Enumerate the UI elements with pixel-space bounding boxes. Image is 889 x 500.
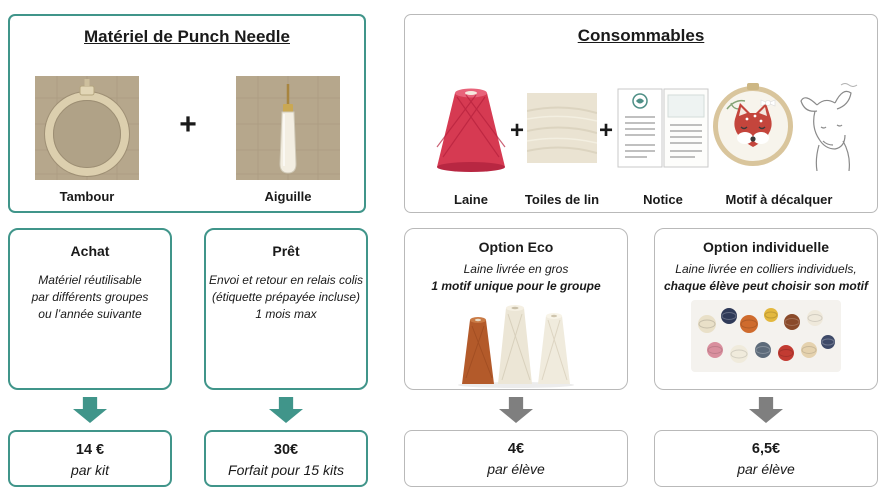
- individual-option-title: Option individuelle: [703, 239, 829, 255]
- materials-panel: Matériel de Punch Needle +: [8, 14, 366, 213]
- plus-icon: +: [598, 117, 613, 144]
- purchase-option-title: Achat: [70, 243, 110, 259]
- loan-price-box: 30€ Forfait pour 15 kits: [204, 430, 368, 487]
- loan-option-box: Prêt Envoi et retour en relais colis (ét…: [204, 228, 368, 390]
- deer-sketch-image: [797, 79, 867, 172]
- individual-option-description: Laine livrée en colliers individuels, ch…: [663, 262, 869, 293]
- purchase-price: 14 €: [75, 442, 105, 458]
- punch-needle-image: [236, 76, 340, 180]
- individual-price-note: par élève: [737, 461, 795, 477]
- red-yarn-cone-image: [433, 85, 509, 173]
- individual-price-box: 6,5€ par élève: [654, 430, 878, 487]
- yarn-cones-image: [454, 300, 578, 393]
- yarn-balls-image: [691, 300, 841, 377]
- plus-icon: +: [179, 108, 197, 141]
- down-arrow-icon: [269, 397, 303, 423]
- embroidery-hoop-image: [35, 76, 139, 180]
- plus-icon: +: [509, 117, 524, 144]
- purchase-price-note: par kit: [70, 462, 110, 478]
- consumables-panel-title: Consommables: [577, 26, 705, 45]
- loan-option-description: Envoi et retour en relais colis (étiquet…: [208, 273, 364, 321]
- individual-option-box: Option individuelle Laine livrée en coll…: [654, 228, 878, 390]
- linen-fabric-image: [526, 93, 598, 163]
- notice-cards-image: [617, 87, 709, 169]
- purchase-price-box: 14 € par kit: [8, 430, 172, 487]
- down-arrow-icon: [499, 397, 533, 423]
- down-arrow-icon: [749, 397, 783, 423]
- consumables-panel: Consommables +: [404, 14, 878, 213]
- eco-option-description: Laine livrée en gros 1 motif unique pour…: [431, 262, 601, 293]
- yarn-label: Laine: [454, 192, 488, 207]
- loan-price-note: Forfait pour 15 kits: [228, 462, 344, 478]
- eco-price: 4€: [507, 441, 525, 457]
- purchase-option-description: Matériel réutilisable par différents gro…: [31, 273, 149, 321]
- linen-label: Toiles de lin: [524, 192, 600, 207]
- materials-panel-title: Matériel de Punch Needle: [84, 27, 290, 46]
- loan-price: 30€: [273, 442, 299, 458]
- eco-price-note: par élève: [487, 461, 545, 477]
- loan-option-title: Prêt: [272, 243, 300, 259]
- notice-label: Notice: [643, 192, 683, 207]
- needle-label: Aiguille: [264, 189, 312, 204]
- eco-price-box: 4€ par élève: [404, 430, 628, 487]
- purchase-option-box: Achat Matériel réutilisable par différen…: [8, 228, 172, 390]
- eco-option-title: Option Eco: [478, 239, 554, 255]
- down-arrow-icon: [73, 397, 107, 423]
- individual-price: 6,5€: [751, 441, 781, 457]
- pattern-label: Motif à décalquer: [725, 192, 833, 207]
- eco-option-box: Option Eco Laine livrée en gros 1 motif …: [404, 228, 628, 390]
- hoop-label: Tambour: [59, 189, 115, 204]
- fox-embroidery-hoop-image: [711, 83, 795, 167]
